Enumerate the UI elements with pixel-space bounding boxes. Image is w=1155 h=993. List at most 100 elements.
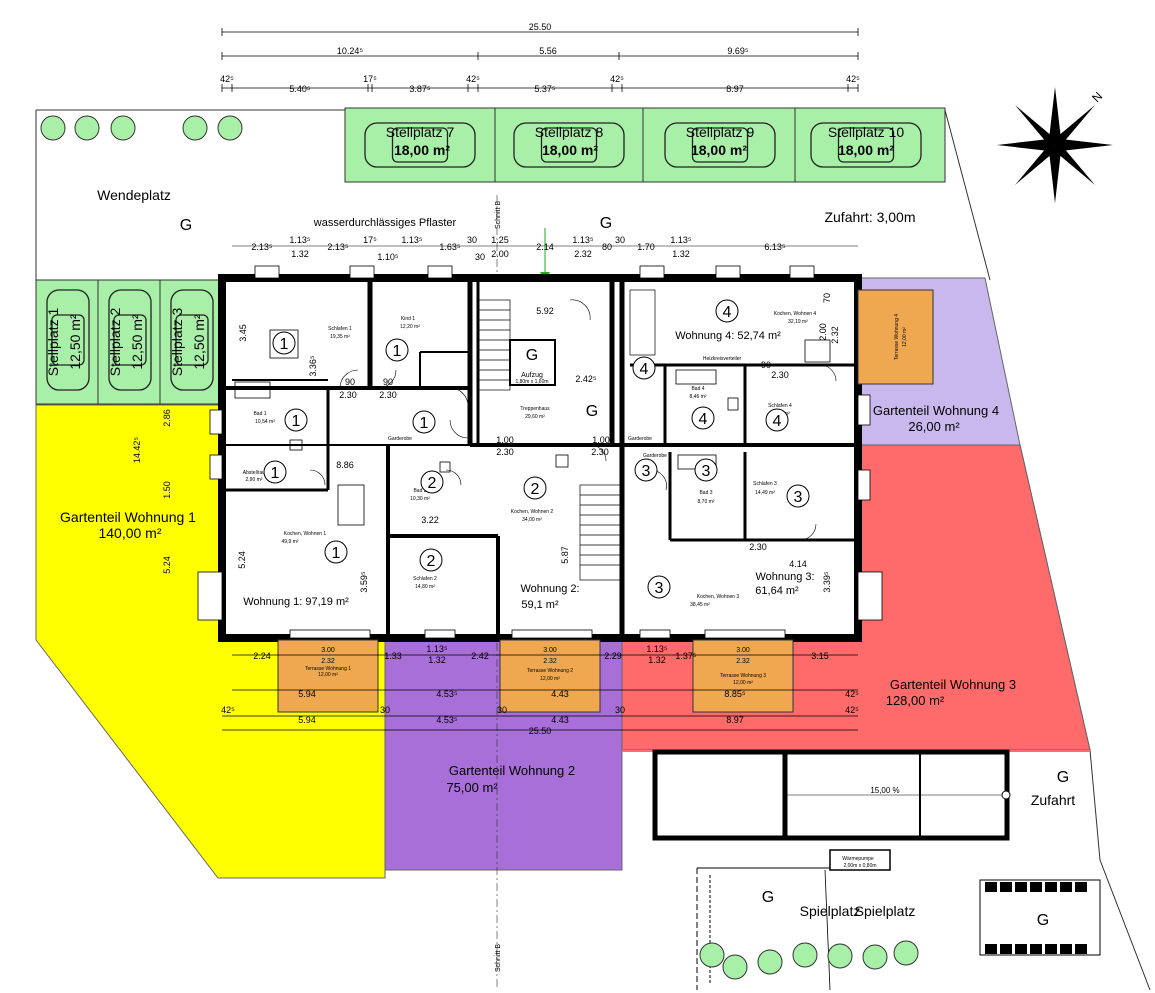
dim-text: 30 (497, 705, 507, 715)
dim-text: 2.14 (536, 242, 554, 252)
dim-text: 30 (475, 252, 485, 262)
terrace-wohnung-2 (499, 639, 601, 713)
room-number-circle (694, 458, 718, 482)
dim-text: 90 (383, 377, 393, 387)
parking-strip-left (35, 279, 223, 405)
dim-text: 5.37⁵ (534, 84, 556, 94)
room-number-label: 3 (702, 463, 711, 480)
car-icons-left (46, 289, 214, 391)
dim-text: 3.87⁵ (409, 84, 431, 94)
room-number-circle (634, 458, 658, 482)
pflaster-label: wasserdurchlässiges Pflaster (313, 217, 457, 229)
room-area: 34,00 m² (522, 517, 542, 523)
car-window-icon (175, 314, 209, 366)
terrace-label: Terrasse Wohnung 3 (720, 673, 766, 679)
dimension-text-inner: 2.13⁵ 1.13⁵ 2.13⁵ 17⁵ 1.13⁵ 1.63⁵ 30 1.2… (232, 235, 858, 262)
dim-text: 30 (467, 235, 477, 245)
playground-label: Spielplatz (800, 903, 861, 919)
room-area: 2,90 m² (246, 477, 263, 483)
terrace-area: 12,00 m² (540, 676, 560, 682)
room-number-label: 3 (655, 580, 664, 597)
parking-label: Stellplatz 10 (828, 124, 904, 140)
tree-icon (217, 115, 243, 141)
room-area: 14,49 m² (755, 490, 775, 496)
room-area: 12,20 m² (400, 324, 420, 330)
garden-area: 26,00 m² (908, 419, 960, 434)
parking-strip-top (344, 107, 946, 183)
tree-icon (722, 954, 748, 980)
dim-text: 42⁵ (845, 689, 859, 699)
room-number-label: 1 (420, 415, 429, 432)
room-name: Bad 4 (691, 386, 704, 392)
dim-text: 2.30 (339, 390, 357, 400)
dim-text: 2.13⁵ (327, 242, 349, 252)
car-window-icon (391, 127, 449, 163)
parking-area: 12,50 m² (191, 314, 207, 370)
garden-name: Gartenteil Wohnung 4 (873, 403, 999, 418)
room-name: Heizkreisverteiler (703, 356, 742, 362)
heat-pump-label: Wärmepumpe (842, 856, 874, 862)
dim-text: 3.59⁵ (359, 571, 369, 593)
room-name: Schlafen 1 (328, 326, 352, 332)
car-icon (810, 122, 922, 168)
tree-icon (699, 942, 725, 968)
dim-text: 2.32 (830, 326, 840, 344)
dim-text: 2.42 (471, 651, 489, 661)
tree-icon (182, 115, 208, 141)
tree-icon (862, 944, 888, 970)
dim-text: 42⁵ (610, 74, 624, 84)
dim-text: 4.14 (789, 559, 807, 569)
terrace-label: Terrasse Wohnung 1 (305, 666, 351, 672)
apartment-title: Wohnung 1: 97,19 m² (243, 596, 349, 608)
bath-fixtures (234, 329, 831, 473)
terrace-area: 12,00 m² (733, 680, 753, 686)
dim-text: 1.33 (384, 651, 402, 661)
parking-label: Stellplatz 2 (107, 308, 123, 377)
room-number-label: 3 (642, 463, 651, 480)
room-area: 10,30 m² (410, 496, 430, 502)
playground-label: Spielplatz (855, 903, 916, 919)
room-number-circle (420, 470, 444, 494)
room-number-circle (715, 299, 739, 323)
dim-text: 8.97 (726, 715, 744, 725)
room-area: 38,45 m² (690, 602, 710, 608)
underground-garage: 15,00 % (652, 749, 1011, 841)
room-name: Garderobe (643, 453, 667, 459)
dimension-text-bottom: 2.24 1.33 1.13⁵ 1.32 2.42 2.29 1.13⁵ 1.3… (221, 644, 859, 736)
dim-text: 42⁵ (466, 74, 480, 84)
room-name: Garderobe (628, 436, 652, 442)
dimension-lines-top (221, 28, 859, 92)
room-name: Schlafen 4 (768, 403, 792, 409)
garden-area: 75,00 m² (446, 780, 498, 795)
dim-text: 5.56 (539, 46, 557, 56)
room-number-label: 2 (427, 553, 436, 570)
car-icon (108, 289, 152, 391)
tree-icon (757, 949, 783, 975)
dim-text: 2.24 (253, 651, 271, 661)
room-name: Schlafen 2 (413, 576, 437, 582)
room-number-circle (691, 406, 715, 430)
g-marker-label: G (586, 403, 598, 420)
dim-text: 1.13⁵ (289, 235, 311, 245)
terraces: 3.00 2.32 Terrasse Wohnung 1 12,00 m² 3.… (277, 639, 794, 713)
heat-pump-dim: 2,00m x 0,80m (843, 863, 876, 869)
dim-text: 90 (345, 377, 355, 387)
room-number-circle (786, 484, 810, 508)
terrace-depth: 2.32 (736, 658, 750, 665)
room-number-label: 4 (773, 413, 782, 430)
room-number-label: 1 (271, 465, 280, 482)
dim-text: 1.37⁵ (675, 651, 697, 661)
terrace-width: 3.00 (543, 647, 557, 654)
room-area: 19,35 m² (330, 334, 350, 340)
dim-text: 90 (761, 360, 771, 370)
parking-labels-left: Stellplatz 1 12,50 m² Stellplatz 2 12,50… (45, 308, 207, 377)
tree-icon (110, 115, 136, 141)
dim-text: 1.32 (291, 249, 309, 259)
car-icon (170, 289, 214, 391)
playground: G Spielplatz Spielplatz (696, 867, 919, 991)
room-number-label: 3 (794, 489, 803, 506)
room-number-circle (632, 356, 656, 380)
garden-name: Gartenteil Wohnung 2 (449, 763, 575, 778)
wendeplatz-label: Wendeplatz (97, 187, 171, 203)
room-number-circle (263, 460, 287, 484)
